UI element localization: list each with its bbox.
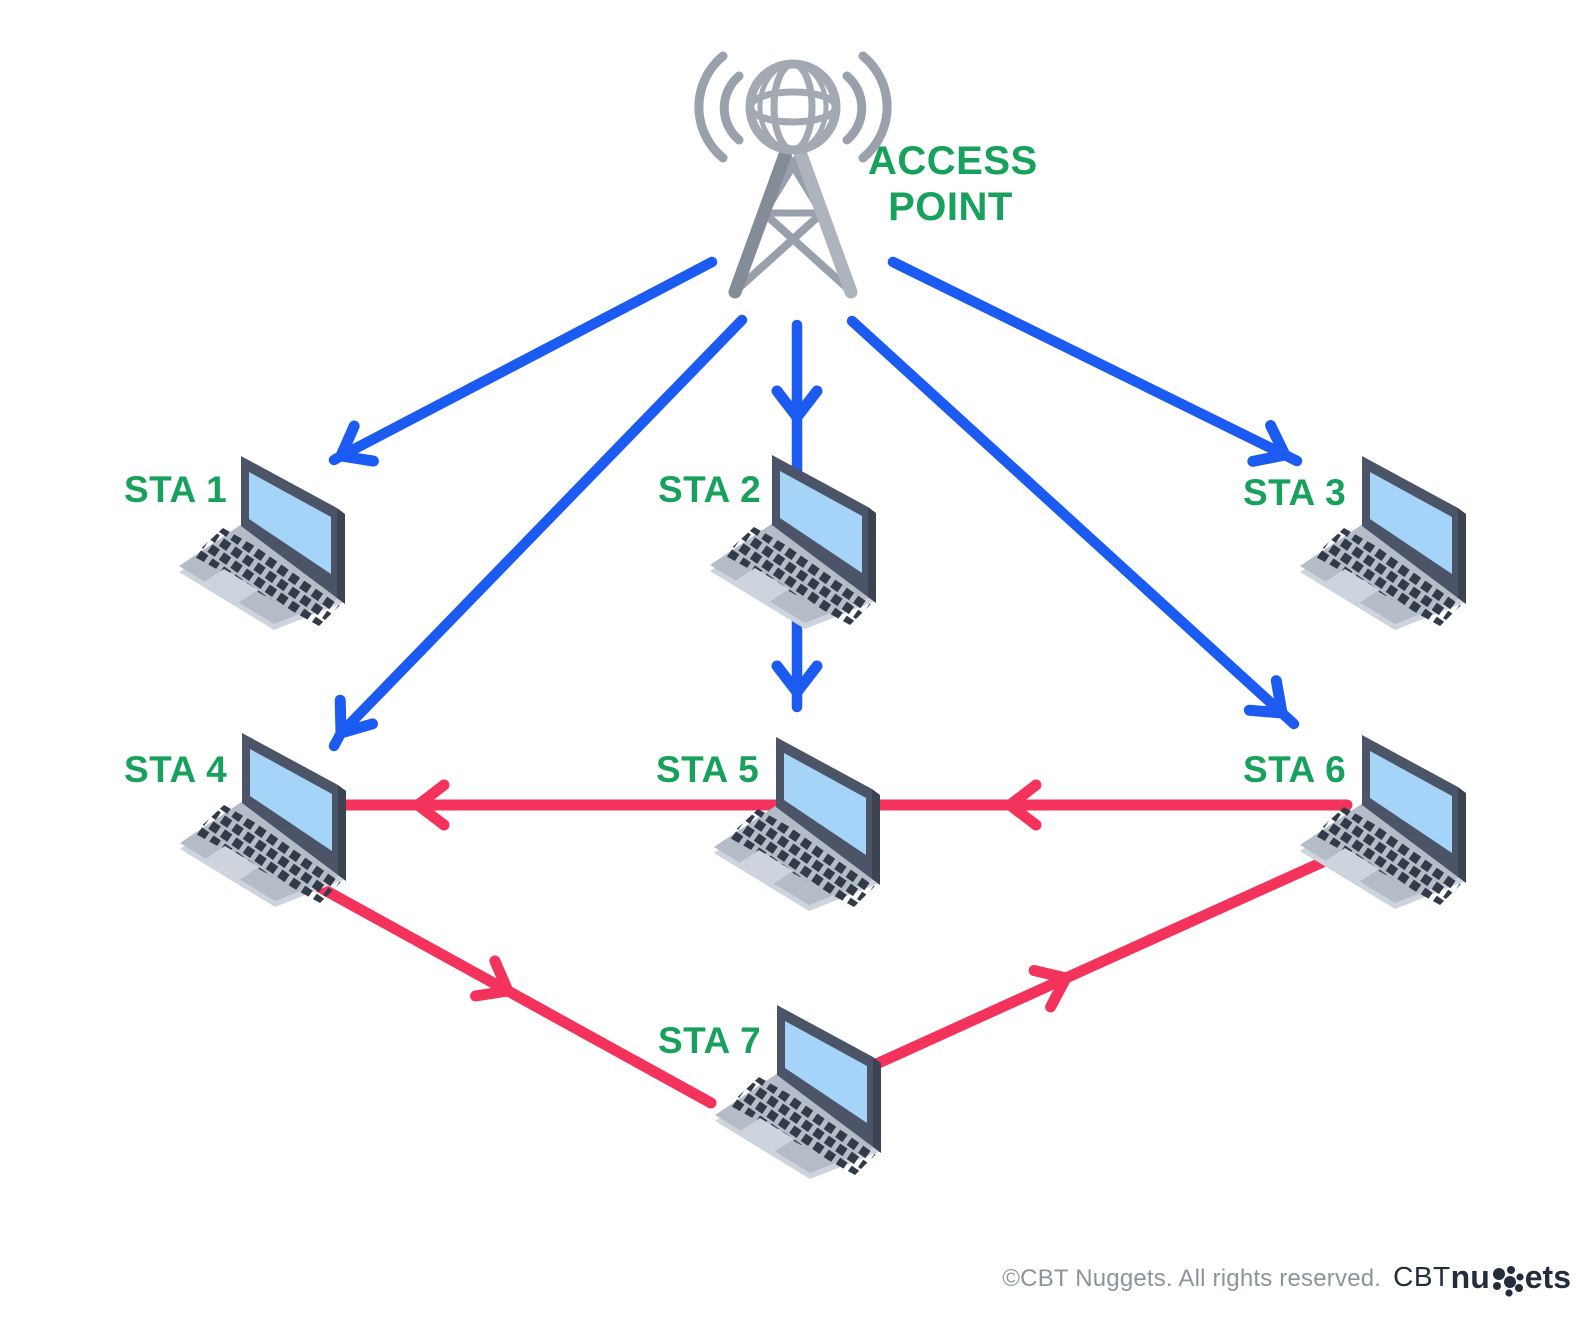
logo-ets-text: ets [1524,1259,1571,1295]
access-point-tower-icon [694,51,892,299]
arrow-sta7-to-sta6 [866,855,1331,1072]
arrow-ap-to-sta3 [887,256,1303,467]
access-point-label-line2: POINT [888,185,1013,229]
footer: ©CBT Nuggets. All rights reserved. CBT n… [1002,1258,1571,1297]
red-relay-arrows [297,779,1353,1109]
station-label-sta-5: STA 5 [656,749,760,790]
arrow-ap-to-sta1 [328,256,718,467]
arrow-ap-to-sta4 [328,314,748,752]
blue-downlink-arrows [328,256,1303,752]
globe-icon [745,59,841,155]
arrow-ap-to-sta6 [846,315,1300,730]
signal-waves-icon [694,51,892,163]
station-label-sta-2: STA 2 [658,469,762,510]
access-point-label: ACCESS POINT [868,138,1038,230]
arrow-sta4-to-sta7 [297,872,717,1109]
logo-dots-icon [1492,1266,1524,1297]
logo-cbt-text: CBT [1393,1261,1451,1292]
access-point-label-line1: ACCESS [868,139,1038,183]
station-label-sta-3: STA 3 [1243,472,1347,513]
station-label-sta-1: STA 1 [124,469,228,510]
copyright-text: ©CBT Nuggets. All rights reserved. [1002,1265,1382,1292]
station-label-sta-7: STA 7 [658,1020,762,1061]
logo-nu-text: nu [1450,1259,1490,1295]
station-label-sta-6: STA 6 [1243,749,1347,790]
station-label-sta-4: STA 4 [124,749,228,790]
cbt-nuggets-logo: CBT nu ets [1393,1258,1571,1297]
